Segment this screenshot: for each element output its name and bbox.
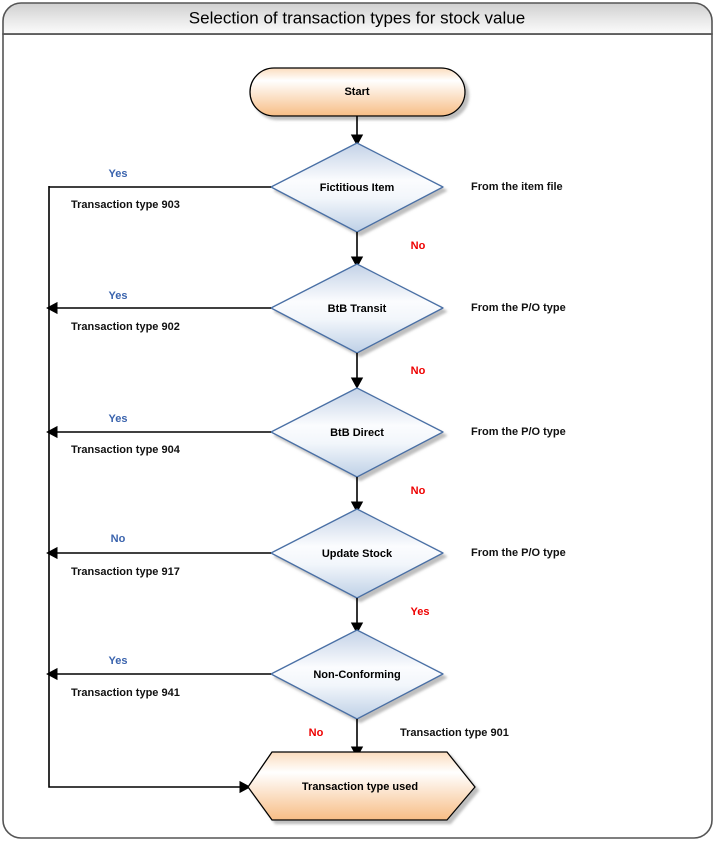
node-start-label: Start	[344, 86, 369, 98]
side-note-non-conforming: Transaction type 901	[400, 727, 509, 739]
node-update-stock-label: Update Stock	[322, 548, 393, 560]
node-btb-direct[interactable]: BtB Direct	[270, 387, 444, 478]
branch-label-non-conforming-no: No	[309, 727, 324, 739]
node-btb-direct-label: BtB Direct	[330, 427, 384, 439]
side-note-fictitious-item: From the item file	[471, 181, 563, 193]
node-fictitious-item-label: Fictitious Item	[320, 182, 395, 194]
transaction-type-used-shape	[247, 751, 476, 821]
branch-result-non-conforming: Transaction type 941	[71, 687, 180, 699]
branch-label-btb-direct-yes: Yes	[109, 413, 128, 425]
branch-label-update-stock-yes: Yes	[411, 606, 430, 618]
node-transaction-type-used-label: Transaction type used	[302, 781, 418, 793]
branch-result-fictitious: Transaction type 903	[71, 199, 180, 211]
side-note-btb-direct: From the P/O type	[471, 426, 566, 438]
side-note-update-stock: From the P/O type	[471, 547, 566, 559]
branch-label-fictitious-yes: Yes	[109, 168, 128, 180]
branch-result-btb-transit: Transaction type 902	[71, 321, 180, 333]
node-start[interactable]: Start	[249, 67, 466, 117]
branch-label-fictitious-no: No	[411, 240, 426, 252]
left-collector-path	[48, 186, 251, 794]
branch-result-btb-direct: Transaction type 904	[71, 444, 181, 456]
side-note-btb-transit: From the P/O type	[471, 302, 566, 314]
node-update-stock[interactable]: Update Stock	[270, 508, 444, 599]
branch-label-update-stock-no: No	[111, 533, 126, 545]
branch-result-update-stock: Transaction type 917	[71, 566, 180, 578]
branch-label-btb-transit-no: No	[411, 365, 426, 377]
page-title: Selection of transaction types for stock…	[189, 8, 525, 27]
branch-label-btb-direct-no: No	[411, 485, 426, 497]
node-transaction-type-used[interactable]: Transaction type used	[247, 751, 476, 821]
node-btb-transit-label: BtB Transit	[328, 303, 387, 315]
node-non-conforming-label: Non-Conforming	[313, 669, 400, 681]
branch-label-non-conforming-yes: Yes	[109, 655, 128, 667]
branch-label-btb-transit-yes: Yes	[109, 290, 128, 302]
